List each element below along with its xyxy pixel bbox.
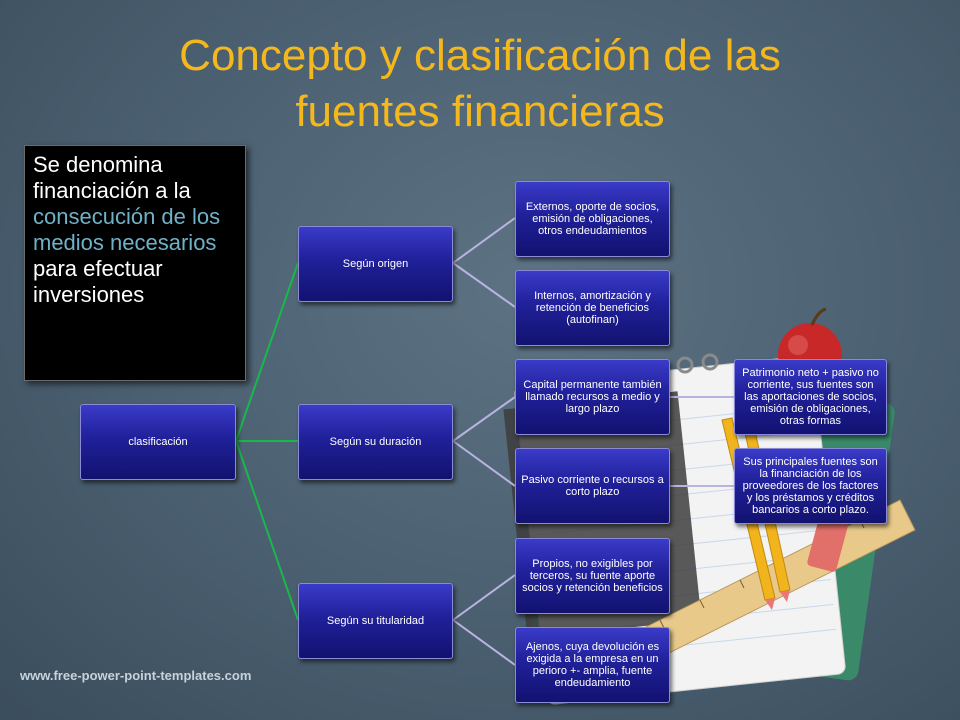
connector-root-origen xyxy=(235,262,299,442)
node-capital-permanente: Capital permanente también llamado recur… xyxy=(515,359,670,435)
connector-titularidad-propios xyxy=(452,574,516,621)
definition-highlight: consecución de los medios necesarios xyxy=(33,204,221,255)
connector-origen-internos xyxy=(452,262,516,308)
node-propios: Propios, no exigibles por terceros, su f… xyxy=(515,538,670,614)
connector-titularidad-ajenos xyxy=(452,619,516,666)
connector-origen-externos xyxy=(452,217,516,264)
node-segun-duracion: Según su duración xyxy=(298,404,453,480)
footer-url: www.free-power-point-templates.com xyxy=(20,668,252,683)
node-ajenos: Ajenos, cuya devolución es exigida a la … xyxy=(515,627,670,703)
slide-title: Concepto y clasificación de las fuentes … xyxy=(0,28,960,140)
node-segun-titularidad: Según su titularidad xyxy=(298,583,453,659)
node-pasivo-corriente: Pasivo corriente o recursos a corto plaz… xyxy=(515,448,670,524)
node-internos: Internos, amortización y retención de be… xyxy=(515,270,670,346)
connector-root-titularidad xyxy=(235,440,299,621)
node-root-clasificacion: clasificación xyxy=(80,404,236,480)
title-line-2: fuentes financieras xyxy=(295,87,665,136)
node-segun-origen: Según origen xyxy=(298,226,453,302)
node-patrimonio-neto: Patrimonio neto + pasivo no corriente, s… xyxy=(734,359,887,435)
node-externos: Externos, oporte de socios, emisión de o… xyxy=(515,181,670,257)
title-line-1: Concepto y clasificación de las xyxy=(179,31,781,80)
connector-duracion-capital xyxy=(452,396,516,442)
definition-text-end: para efectuar inversiones xyxy=(33,256,163,307)
definition-box: Se denomina financiación a la consecució… xyxy=(24,145,246,381)
node-principales-fuentes: Sus principales fuentes son la financiac… xyxy=(734,448,887,524)
connector-duracion-pasivo xyxy=(452,440,516,487)
definition-text-start: Se denomina financiación a la xyxy=(33,152,191,203)
